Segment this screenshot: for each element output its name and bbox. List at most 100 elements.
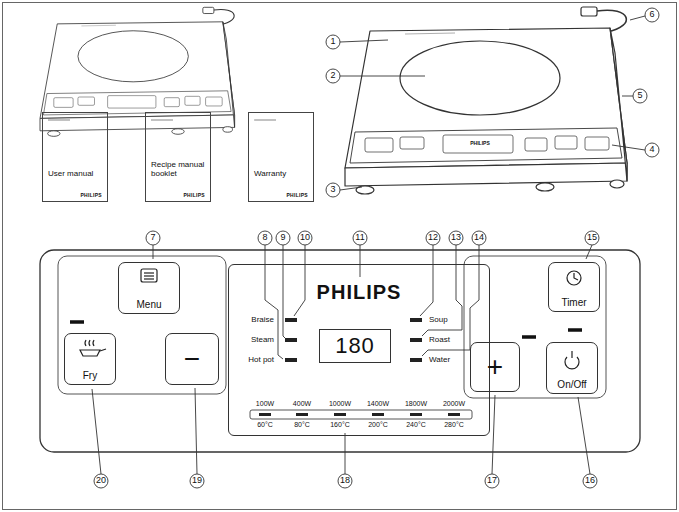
timer-button: Timer <box>548 262 600 312</box>
plus-button: + <box>470 342 520 392</box>
line-art <box>448 413 460 416</box>
callout-number: 10 <box>300 233 310 243</box>
line-art <box>259 413 271 416</box>
lcd-display: 180 <box>319 329 391 363</box>
line-art <box>40 250 640 452</box>
line-art <box>80 269 581 369</box>
callout-circle <box>326 69 340 83</box>
line-art <box>360 245 361 277</box>
callout-circle <box>485 474 499 488</box>
line-art <box>630 16 645 20</box>
label-text: 60°C <box>257 421 273 429</box>
callout-number: 16 <box>585 476 595 486</box>
callout-number: 15 <box>587 233 597 243</box>
line-art <box>85 340 94 346</box>
callout-circle <box>645 8 659 22</box>
label-text: 200°C <box>368 421 388 429</box>
node-text: Recipe manual booklet <box>151 161 205 179</box>
callout-circle <box>326 183 340 197</box>
line-art <box>285 338 297 342</box>
line-art <box>345 433 346 474</box>
line-art <box>283 245 285 338</box>
brand-text: PHILIPS <box>254 192 308 198</box>
callout-number: 18 <box>340 476 350 486</box>
label-text: 400W <box>293 400 311 408</box>
callout-circle <box>426 231 440 245</box>
line-art <box>259 413 460 416</box>
line-art <box>70 320 84 324</box>
line-art <box>574 273 578 280</box>
callout-number: 19 <box>192 476 202 486</box>
line-art <box>92 16 645 474</box>
line-art <box>567 271 581 285</box>
label-text: Hot pot <box>248 356 274 365</box>
line-art <box>58 256 226 394</box>
label-text: Steam <box>251 336 274 345</box>
line-art <box>254 119 276 120</box>
line-art <box>422 245 462 336</box>
line-art <box>144 272 154 273</box>
line-art <box>492 395 495 474</box>
label-text: Soup <box>429 316 448 325</box>
booklet: Recipe manual bookletPHILIPS <box>145 112 211 202</box>
booklet: User manualPHILIPS <box>42 112 108 202</box>
line-art <box>80 350 100 356</box>
callout-number: 3 <box>330 185 335 195</box>
line-art <box>565 357 579 369</box>
line-art <box>345 7 627 194</box>
line-art <box>410 413 422 416</box>
line-art <box>622 96 633 97</box>
label-text: 240°C <box>406 421 426 429</box>
line-art <box>48 119 276 120</box>
callout-number: 11 <box>355 233 364 243</box>
line-art <box>285 318 422 362</box>
line-art <box>40 7 235 136</box>
line-art <box>340 76 425 77</box>
line-art <box>151 119 173 120</box>
callout-circle <box>258 231 272 245</box>
callout-circle <box>645 143 659 157</box>
callout-number: 1 <box>330 37 335 47</box>
brand-text: PHILIPS <box>48 192 102 198</box>
label-text: Water <box>429 356 450 365</box>
line-art <box>285 358 297 362</box>
node-text: PHILIPS <box>229 281 489 304</box>
callout-circle <box>146 231 160 245</box>
power-button: On/Off <box>546 342 598 394</box>
callout-circle <box>94 474 108 488</box>
line-art <box>294 245 305 316</box>
callout-circle <box>326 35 340 49</box>
label-text: 100W <box>256 400 274 408</box>
label-text: 1000W <box>329 400 351 408</box>
label-text: PHILIPS <box>470 141 489 147</box>
line-art <box>410 318 422 322</box>
line-art <box>100 349 106 351</box>
line-art <box>153 245 154 259</box>
fry-button: Fry <box>64 333 116 385</box>
label-text: Braise <box>251 316 274 325</box>
node-text: 180 <box>335 333 375 359</box>
callout-number: 7 <box>150 233 155 243</box>
node-text: Menu <box>136 299 161 310</box>
callout-circle <box>276 231 290 245</box>
callout-circle <box>353 231 367 245</box>
line-art <box>420 245 433 316</box>
line-art <box>578 397 590 474</box>
callout-circle <box>338 474 352 488</box>
label-text: Roast <box>429 336 450 345</box>
node-text: + <box>487 353 503 381</box>
callout-number: 17 <box>487 476 497 486</box>
callout-circle <box>583 474 597 488</box>
callout-number: 14 <box>474 233 484 243</box>
node-text: User manual <box>48 170 102 179</box>
node-text: Timer <box>561 297 586 308</box>
line-art <box>410 358 422 362</box>
line-art <box>464 256 606 398</box>
label-text: 80°C <box>294 421 310 429</box>
line-art <box>94 8 659 488</box>
booklet: WarrantyPHILIPS <box>248 112 314 202</box>
line-art <box>3 3 677 510</box>
node-text: On/Off <box>557 379 586 390</box>
callout-circle <box>585 231 599 245</box>
line-art <box>195 388 197 474</box>
